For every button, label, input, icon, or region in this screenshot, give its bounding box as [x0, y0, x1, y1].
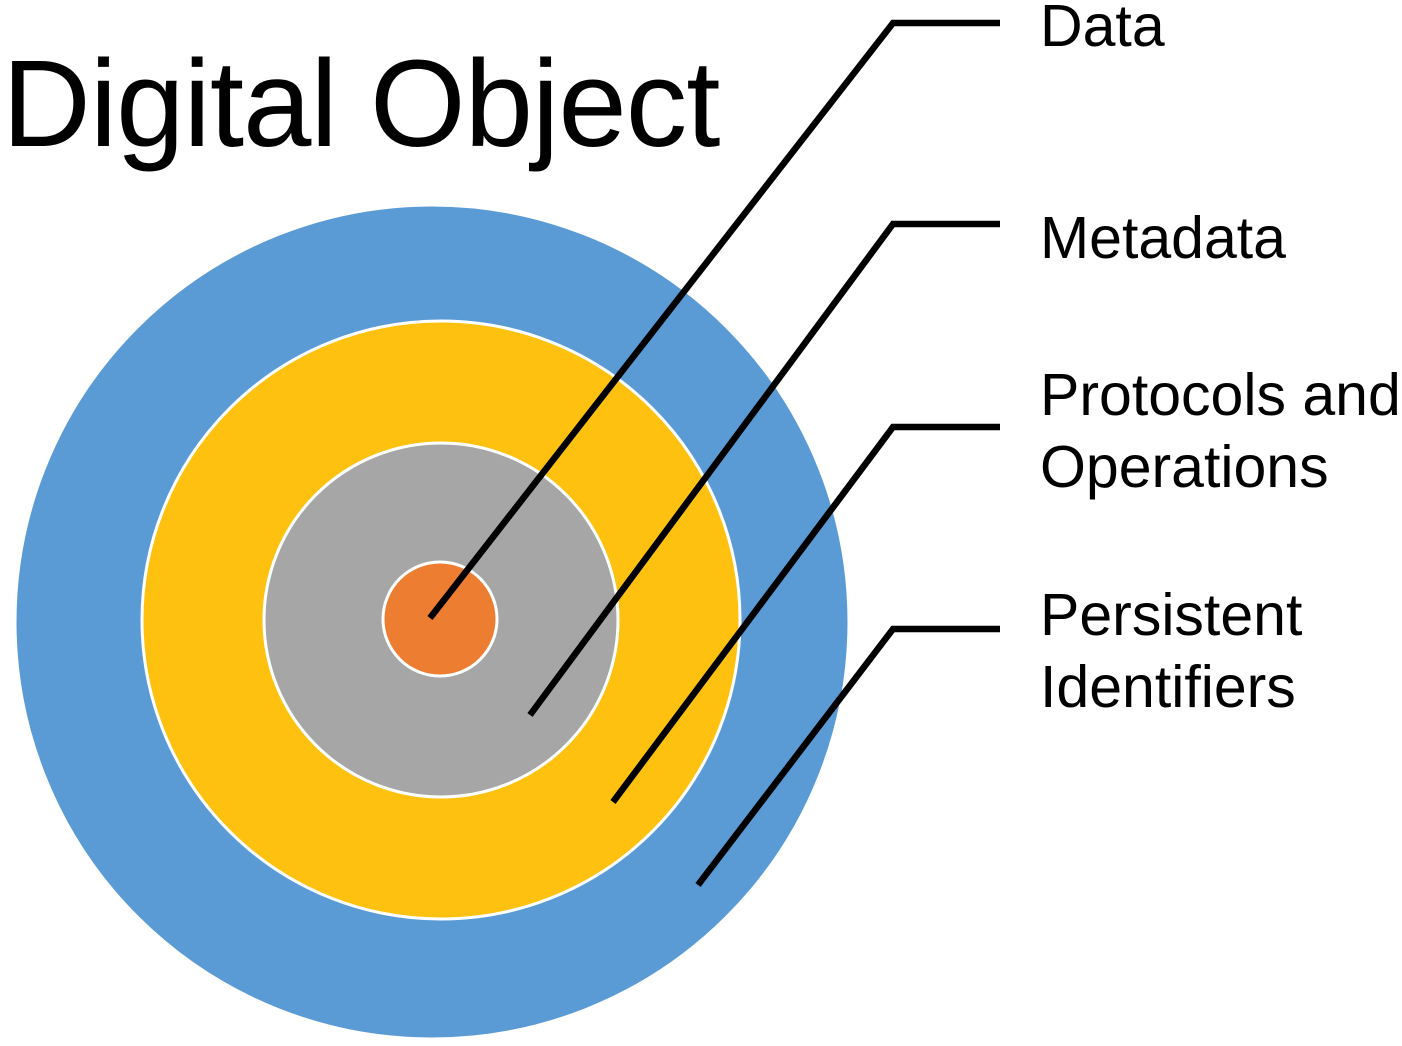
- connector-protocols-line: [610, 423, 1000, 804]
- ring-data: [381, 560, 499, 678]
- ring-label-protocols-operations: Protocols and Operations: [1040, 362, 1401, 500]
- connector-metadata-line: [527, 220, 1000, 717]
- connector-persistent-line: [695, 625, 1000, 887]
- ring-label-persistent-identifiers: Persistent Identifiers: [1040, 582, 1303, 720]
- page-title: Digital Object: [2, 36, 720, 173]
- ring-label-data: Data: [1040, 0, 1165, 59]
- ring-label-metadata: Metadata: [1040, 205, 1286, 271]
- connector-data-line: [427, 19, 1000, 620]
